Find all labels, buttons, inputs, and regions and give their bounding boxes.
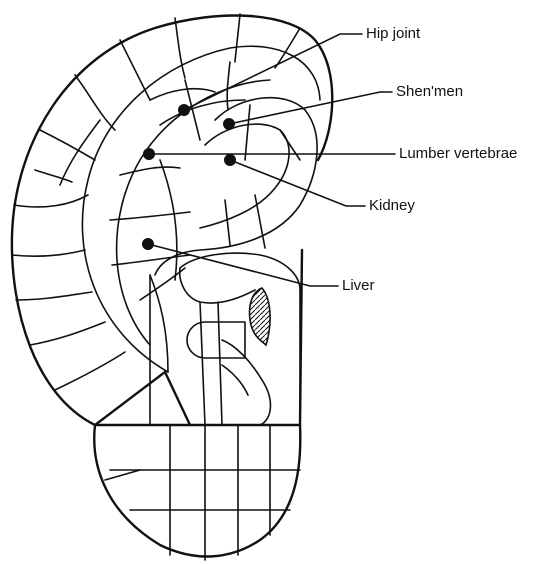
hatched-region: [250, 288, 271, 345]
cavum-conchae-upper: [200, 124, 289, 228]
lobe-grid: [105, 425, 300, 560]
auditory-meatus: [187, 322, 245, 358]
intertragic-region: [95, 372, 190, 425]
antitragus-lump: [222, 340, 270, 425]
crus-of-helix: [180, 253, 300, 290]
label-liver: Liver: [342, 277, 375, 294]
lower-concha: [150, 275, 300, 425]
acupoints: [142, 104, 236, 250]
concha-structure: [155, 98, 317, 303]
leader-lines: [148, 34, 395, 286]
labels: Hip joint Shen'men Lumber vertebrae Kidn…: [342, 25, 517, 294]
label-lumber-vertebrae: Lumber vertebrae: [399, 145, 517, 162]
label-kidney: Kidney: [369, 197, 415, 214]
label-shenmen: Shen'men: [396, 83, 463, 100]
leader-hip-joint: [184, 34, 362, 110]
leader-kidney: [230, 160, 365, 206]
ear-outline: [12, 16, 332, 557]
helix-outer-edge: [12, 16, 332, 426]
cymba-conchae: [155, 98, 317, 275]
label-hip-joint: Hip joint: [366, 25, 421, 42]
